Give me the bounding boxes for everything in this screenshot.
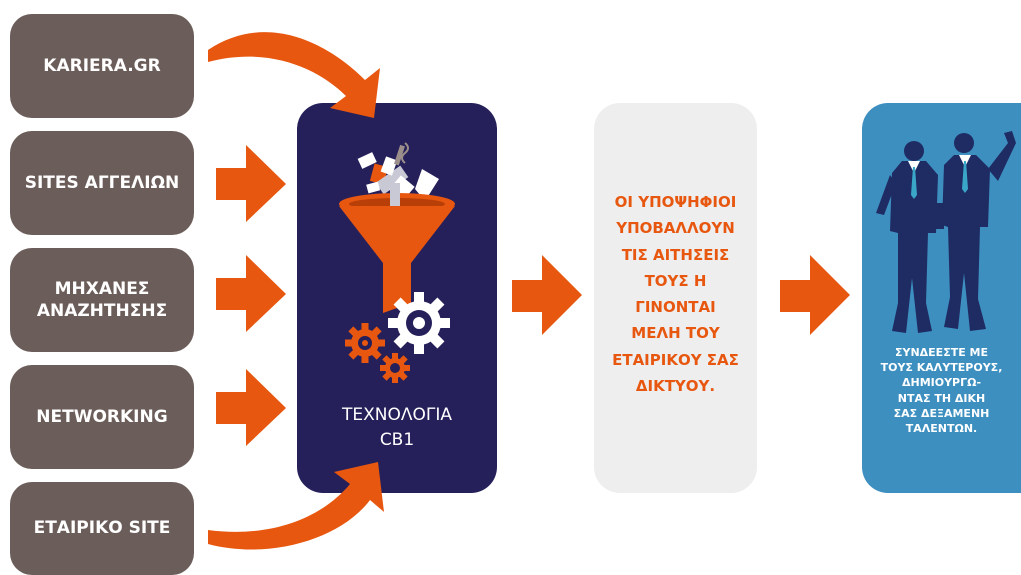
result-text: ΣΥΝΔΕΕΣΤΕ ΜΕ ΤΟΥΣ ΚΑΛΥΤΕΡΟΥΣ, ΔΗΜΙΟΥΡΓΩ-… — [880, 346, 1003, 435]
source-label: NETWORKING — [36, 406, 168, 427]
arrow-right-search — [216, 255, 286, 332]
arrow-right-networking — [216, 369, 286, 446]
curved-arrow-bottom — [208, 462, 384, 550]
result-box: ΣΥΝΔΕΕΣΤΕ ΜΕ ΤΟΥΣ ΚΑΛΥΤΕΡΟΥΣ, ΔΗΜΙΟΥΡΓΩ-… — [862, 103, 1021, 493]
curved-arrow-top — [208, 32, 380, 119]
arrow-right-sites — [216, 145, 286, 222]
technology-label: ΤΕΧΝΟΛΟΓΙΑ CB1 — [342, 405, 452, 450]
source-label: SITES ΑΓΓΕΛΙΩΝ — [24, 172, 180, 193]
arrow-right-to-result — [780, 255, 850, 335]
businessmen-icon — [876, 131, 1016, 333]
candidates-text: ΟΙ ΥΠΟΨΗΦΙΟΙ ΥΠΟΒΑΛΛΟΥΝ ΤΙΣ ΑΙΤΗΣΕΙΣ ΤΟΥ… — [612, 193, 739, 395]
arrow-right-to-candidates — [512, 255, 582, 335]
source-box-kariera: KARIERA.GR — [10, 14, 194, 118]
source-label: KARIERA.GR — [43, 55, 161, 76]
technology-box: ΤΕΧΝΟΛΟΓΙΑ CB1 — [297, 103, 497, 493]
source-box-networking: NETWORKING — [10, 365, 194, 469]
funnel-gears-icon — [339, 142, 455, 383]
source-box-job-sites: SITES ΑΓΓΕΛΙΩΝ — [10, 131, 194, 235]
candidates-box: ΟΙ ΥΠΟΨΗΦΙΟΙ ΥΠΟΒΑΛΛΟΥΝ ΤΙΣ ΑΙΤΗΣΕΙΣ ΤΟΥ… — [594, 103, 757, 493]
source-box-search-engines: ΜΗΧΑΝΕΣ ΑΝΑΖΗΤΗΣΗΣ — [10, 248, 194, 352]
source-label: ΕΤΑΙΡΙΚΟ SITE — [33, 518, 171, 539]
source-label: ΜΗΧΑΝΕΣ ΑΝΑΖΗΤΗΣΗΣ — [36, 278, 168, 321]
source-box-company-site: ΕΤΑΙΡΙΚΟ SITE — [10, 482, 194, 575]
